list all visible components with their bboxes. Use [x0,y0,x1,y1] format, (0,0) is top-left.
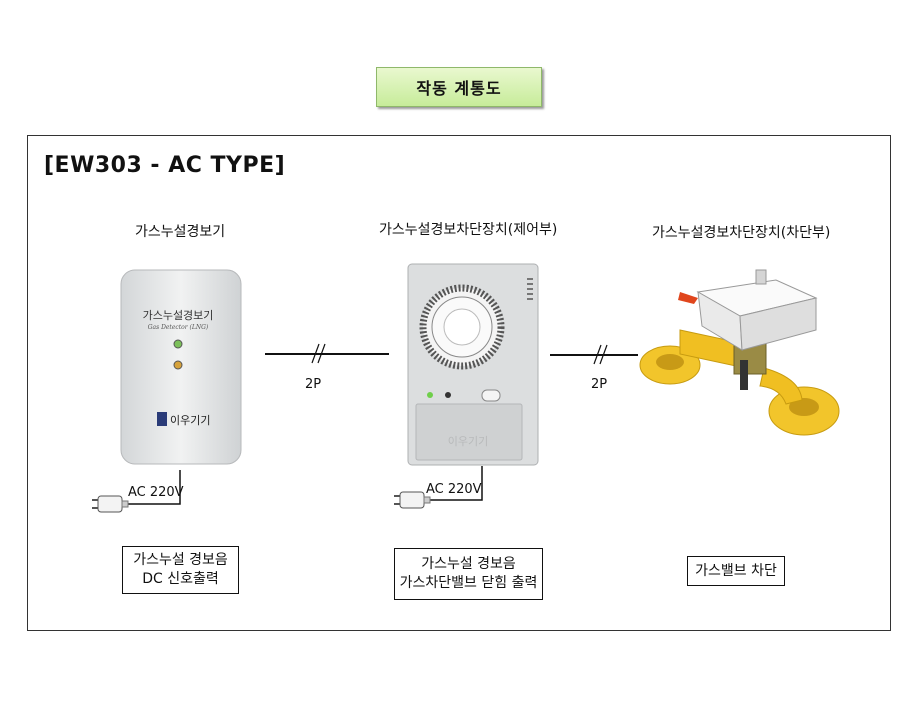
valve-output-line1: 가스밸브 차단 [695,562,777,579]
controller-image: 이우기기 [407,263,539,466]
connection-label-2: 2P [591,377,608,392]
connection-wire-2 [550,354,638,356]
detector-output-line1: 가스누설 경보음 [133,552,228,568]
type-label: [EW303 - AC TYPE] [44,153,286,178]
controller-output-line1: 가스누설 경보음 [421,556,516,572]
detector-panel-sub: Gas Detector (LNG) [148,324,209,331]
controller-label: 가스누설경보차단장치(제어부) [379,222,558,238]
power-led-icon [173,339,183,349]
diagram-frame [27,135,891,631]
power-cable-1 [92,470,181,513]
valve-label: 가스누설경보차단장치(차단부) [652,225,831,241]
power-led-icon [427,392,433,398]
power-label-2: AC 220V [426,482,482,497]
power-plug-icon [399,491,425,509]
power-plug-icon [97,495,123,513]
controller-output-box: 가스누설 경보음 가스차단밸브 닫힘 출력 [394,548,543,600]
diagram-title: 작동 계통도 [376,67,542,107]
wire-break-mark-1 [311,343,326,364]
test-button-icon [481,389,501,402]
shutoff-valve-image [639,269,840,436]
valve-output-box: 가스밸브 차단 [687,556,785,586]
controller-output-line2: 가스차단밸브 닫힘 출력 [399,575,538,591]
gas-detector-image: 가스누설경보기 Gas Detector (LNG) 이우기기 [120,269,242,465]
detector-label: 가스누설경보기 [135,224,226,240]
power-label-1: AC 220V [128,485,184,500]
status-led-icon [445,392,451,398]
connection-label-1: 2P [305,377,322,392]
alarm-led-icon [173,360,183,370]
valve-handle-icon [678,292,698,304]
controller-brand: 이우기기 [448,435,488,448]
detector-output-box: 가스누설 경보음 DC 신호출력 [122,546,239,594]
detector-brand: 이우기기 [170,414,210,427]
timer-dial-icon [443,308,481,346]
connection-wire-1 [265,353,389,355]
power-cable-2 [394,466,483,509]
detector-output-line2: DC 신호출력 [142,571,219,587]
detector-panel-name: 가스누설경보기 [143,309,214,322]
brand-logo-icon [157,412,167,426]
wire-break-mark-2 [593,344,608,365]
